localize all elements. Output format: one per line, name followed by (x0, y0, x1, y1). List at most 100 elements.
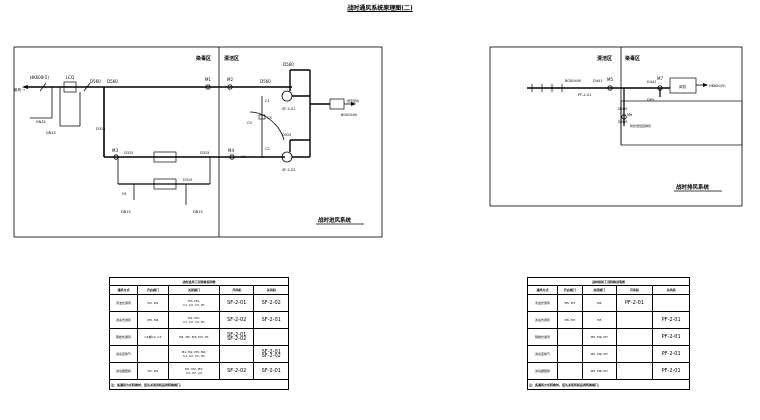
label-m1: M1 (205, 77, 211, 82)
left-table-cell: SF-2-02 (218, 362, 255, 380)
left-table-cell: 滤毒室换气 (109, 345, 138, 363)
label-c2: C2 (265, 147, 270, 151)
label-inlet-size: HK600(5) (30, 75, 49, 80)
right-table-cell: PF-2-01 (615, 294, 654, 312)
right-table-cell: M5, M6, M7 (581, 362, 617, 380)
label-d315c: D315 (200, 151, 209, 155)
label-wall-note: 防化值班室排风 (630, 123, 651, 128)
right-table-cell: 滤毒器更换 (527, 362, 558, 380)
left-table-cell: SF-2-01 (253, 311, 289, 329)
left-table-cell: M3, M4, C1, C2, C3, H1 (167, 294, 220, 312)
label-d441a: D441 (593, 79, 602, 83)
label-d315b: D315 (124, 151, 133, 155)
left-table-cell: SF-2-01 SF-2-02 (218, 328, 255, 346)
left-zone-dirty-label: 染毒区 (196, 55, 211, 62)
bypass-curve (249, 111, 285, 141)
right-table-cell: PF-2-01 (652, 345, 690, 363)
right-table-cell (556, 345, 583, 363)
right-table-cell: 隔绝式通风 (527, 328, 558, 346)
left-table-cell: M1, M2, C1, C2, C3, H1 (167, 311, 220, 329)
right-table-cell: M5, M6, M7 (581, 345, 617, 363)
label-m7: M7 (657, 76, 663, 81)
right-table-cell: M6 (581, 294, 617, 312)
right-table-cell: PF-2-01 (652, 311, 690, 329)
left-table-cell: M1, M2, M3, C1, C2, C3 (167, 362, 220, 380)
right-inner-room (620, 100, 743, 146)
label-c3: C3 (267, 116, 272, 120)
right-table-header-cell: 开风机 (615, 285, 654, 295)
valve-m1 (205, 84, 211, 90)
fan-sf-2-01 (281, 90, 293, 102)
label-d560a: D560 (90, 79, 101, 84)
label-h1: H1 (122, 192, 127, 196)
label-m4: M4 (228, 148, 234, 153)
right-table-note: 注：各通风方式转换时，应先关闭风机后再转换阀门。 (527, 379, 690, 390)
left-table-cell: SF-2-02 (218, 311, 255, 329)
right-table-cell (615, 345, 654, 363)
label-d441b: D441 (647, 80, 656, 84)
right-table-cell: PF-2-01 (652, 362, 690, 380)
label-sf1: SF-2-01 (282, 107, 295, 111)
label-right-outlet: HK600(5) (709, 84, 726, 88)
label-outlet: BG00400 (341, 113, 357, 117)
label-d560b: D560 (107, 79, 118, 84)
label-d560c: D560 (260, 79, 271, 84)
right-table-cell (556, 362, 583, 380)
right-table-cell (615, 328, 654, 346)
label-dn32: DN32 (36, 120, 46, 124)
right-zone-clean-label: 清洁区 (597, 55, 612, 62)
left-table-cell: 滤毒器更换 (109, 362, 138, 380)
label-d315e: D315 (282, 133, 291, 137)
label-m5: M5 (607, 77, 613, 82)
valve-m2 (227, 84, 233, 90)
left-table-cell: 隔绝式通风 (109, 328, 138, 346)
left-table-cell: H1, M4 (137, 362, 169, 380)
right-table-header-cell: 通风方式 (527, 285, 558, 295)
label-lcq: LCQ (66, 75, 74, 80)
left-zone-clean-label: 清洁区 (224, 55, 239, 62)
outlet-arrow (351, 102, 356, 106)
left-table-cell: M3, M4 (137, 311, 169, 329)
right-table-cell (615, 311, 654, 329)
label-m3: M3 (112, 148, 118, 153)
valve-m5 (607, 85, 613, 91)
left-table-cell: SF-2-01 (218, 294, 255, 312)
left-table-cell (137, 345, 169, 363)
right-table-caption: 战时排风工况转换说明表 (527, 277, 690, 286)
left-table-header-cell: 通风方式 (109, 285, 138, 295)
right-table-cell: 滤毒式通风 (527, 311, 558, 329)
left-table-header-cell: 开启阀门 (137, 285, 169, 295)
right-table-cell (615, 362, 654, 380)
label-outlet-note: 送至室内 (347, 98, 359, 103)
label-d200b: D200 (618, 120, 627, 124)
left-table-cell: M1, M2 (137, 294, 169, 312)
label-inlet-arrow: 新风 → (14, 87, 25, 92)
left-table-header-cell: 关闭阀门 (167, 285, 220, 295)
left-table-caption: 战时进风工况转换说明表 (109, 277, 289, 286)
left-table-cell: 滤毒式通风 (109, 311, 138, 329)
right-table-header-cell: 关闭阀门 (581, 285, 617, 295)
lcq-slash-1 (39, 82, 47, 92)
label-dn15a: DN15 (46, 131, 56, 135)
left-table-header-cell: 关风机 (253, 285, 289, 295)
label-dn15c: DN15 (193, 210, 203, 214)
left-table-cell: SF-2-01 SF-2-02 (253, 345, 289, 363)
left-table-header-cell: 开风机 (218, 285, 255, 295)
right-table-cell: 滤毒室换气 (527, 345, 558, 363)
exhaust-fan-box (669, 77, 697, 94)
right-table-cell (556, 328, 583, 346)
label-dpl: DP5 (647, 98, 654, 102)
left-table-cell: SF-2-01 (253, 362, 289, 380)
label-c1: C1 (265, 99, 270, 103)
